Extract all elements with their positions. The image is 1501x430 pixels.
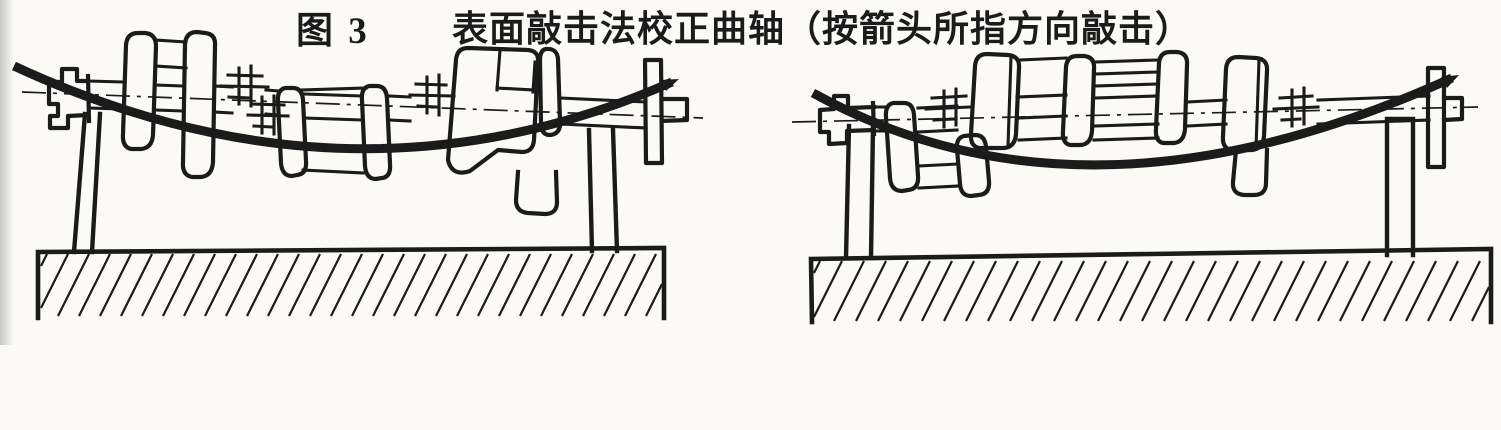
crankpin-lines [916,162,960,190]
journal-lines [1092,122,1160,142]
journal-lines [1185,98,1228,128]
crankshaft-drawing [817,49,1465,199]
spline-tick-marks [219,64,270,108]
base-block [808,246,1494,325]
spline-tick-marks [246,94,290,136]
crank-web [120,30,159,152]
left-diagram [12,29,704,321]
figure-number: 图 3 [296,11,370,52]
crank-web [883,100,921,194]
flange-disc [1425,65,1447,170]
crankpin-lines [1015,56,1068,99]
support-post-right [586,127,620,254]
counterweight-lobe [1230,147,1270,198]
crank-web [1220,54,1270,153]
crank-web [1153,49,1190,146]
support-post-right [1384,116,1416,258]
shaft-stub [659,96,690,124]
spline-tick-marks [408,73,456,117]
shaft-centerline [791,106,1479,123]
shaft-stub [1441,95,1465,123]
crank-web [537,46,563,138]
journal-lines [303,92,412,123]
throw-top-edge [298,86,368,92]
bend-arrowhead [661,79,679,91]
right-diagram [791,49,1494,325]
web-inner-edge [1254,58,1261,150]
crank-web [1060,53,1097,148]
base-hatching [813,260,1490,322]
bend-arrowhead [1441,75,1459,88]
crank-web [359,83,393,182]
bend-curve [810,73,1454,170]
crankpin-lines [1092,58,1160,100]
crankshaft-drawing [46,29,690,217]
counterweight-lobe [513,169,560,217]
crank-web [968,51,1022,151]
support-post-left [71,111,103,255]
figure-caption-text: 表面敲击法校正曲轴（按箭头所指方向敲击） [452,9,1193,49]
crankpin-lines [154,38,188,70]
figure-caption: 图 3 表面敲击法校正曲轴（按箭头所指方向敲击） [0,0,1501,56]
crank-web [180,29,218,180]
spline-tick-marks [924,87,972,129]
bend-curve [12,61,674,154]
support-post-left [843,123,876,261]
journal-lines [1017,114,1068,142]
crankpin-block-edges [495,48,537,94]
flange-disc [642,57,665,166]
base-hatching [40,253,663,317]
base-block [35,245,667,321]
crank-web [275,85,309,179]
crank-web [445,45,541,175]
spline-tick-marks [1272,86,1320,128]
web-inner-edge [1006,55,1013,148]
